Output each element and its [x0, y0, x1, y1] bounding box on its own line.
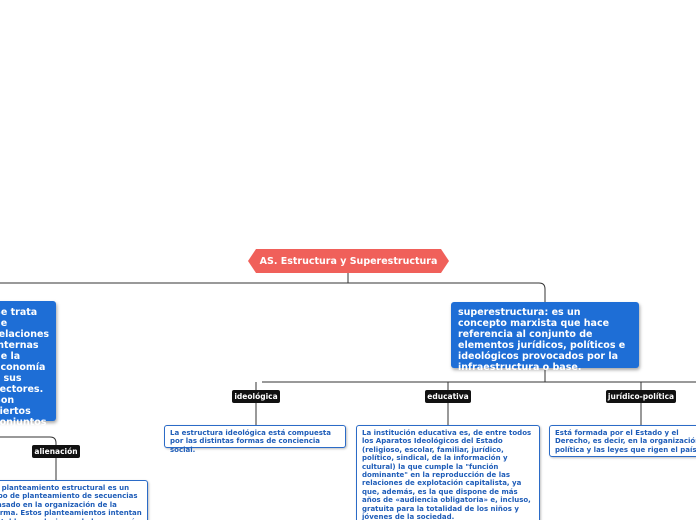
ideologica-label-text: ideológica: [234, 392, 278, 401]
educativa-description-text: La institución educativa es, de entre to…: [362, 429, 532, 520]
connector-root-horizontal: [0, 282, 546, 302]
ideologica-description-text: La estructura ideológica está compuesta …: [170, 429, 331, 454]
educativa-label[interactable]: educativa: [425, 390, 471, 403]
ideologica-label[interactable]: ideológica: [232, 390, 280, 403]
alienacion-description-text: El planteamiento estructural es un tipo …: [0, 484, 142, 520]
alienacion-label-text: alienación: [34, 447, 78, 456]
connector-infraestructura: [0, 436, 57, 445]
ideologica-description[interactable]: La estructura ideológica está compuesta …: [164, 425, 346, 454]
superestructura-text: superestructura: es un concepto marxista…: [458, 307, 626, 373]
juridica-politica-label[interactable]: jurídico-política: [606, 390, 676, 403]
juridica-description[interactable]: Está formada por el Estado y el Derecho,…: [549, 425, 696, 457]
alienacion-description[interactable]: El planteamiento estructural es un tipo …: [0, 480, 148, 520]
infraestructura-node[interactable]: Se trata de relaciones internas de la ec…: [0, 301, 56, 520]
root-topic[interactable]: AS. Estructura y Superestructura: [248, 249, 449, 273]
juridica-description-text: Está formada por el Estado y el Derecho,…: [555, 429, 696, 454]
alienacion-label[interactable]: alienación: [32, 445, 80, 458]
root-topic-title: AS. Estructura y Superestructura: [259, 255, 438, 267]
juridica-label-text: jurídico-política: [607, 392, 675, 401]
superestructura-node[interactable]: superestructura: es un concepto marxista…: [451, 302, 639, 373]
educativa-description[interactable]: La institución educativa es, de entre to…: [356, 425, 540, 520]
educativa-label-text: educativa: [427, 392, 469, 401]
